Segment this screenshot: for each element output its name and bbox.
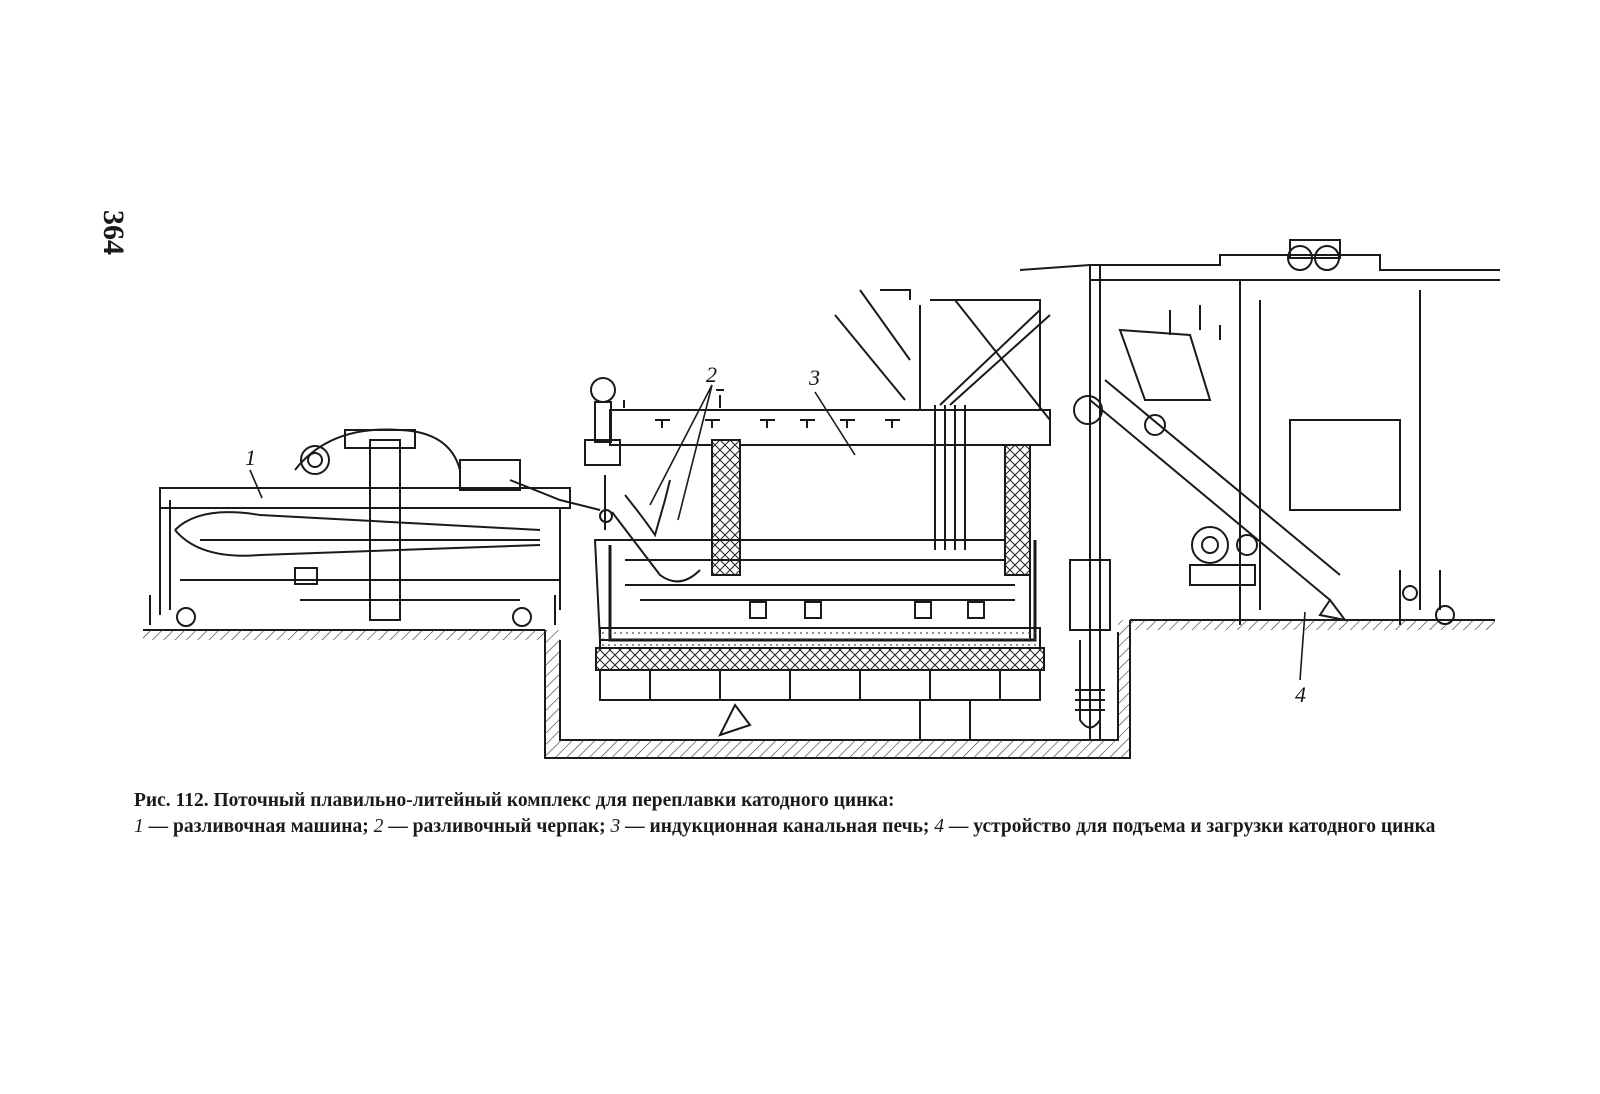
caption-items: 1 — разливочная машина; 2 — разливочный …: [134, 814, 1469, 840]
caption-item-2-text: — разливочный черпак;: [388, 816, 606, 837]
ground-hatch-left: [143, 630, 545, 640]
caption-item-3-num: 3: [610, 816, 621, 837]
caption-item-1-num: 1: [134, 816, 144, 837]
callout-label-3: 3: [808, 365, 820, 390]
figure-caption: Рис. 112. Поточный плавильно-литейный ко…: [134, 788, 1469, 840]
ground-hatch-right: [1130, 620, 1495, 630]
callout-label-4: 4: [1295, 682, 1306, 707]
ladle: [584, 377, 701, 583]
caption-title: Рис. 112. Поточный плавильно-литейный ко…: [134, 790, 895, 811]
callout-label-1: 1: [245, 445, 256, 470]
caption-item-3-text: — индукционная канальная печь;: [625, 816, 930, 837]
loading-device: [1019, 239, 1500, 740]
caption-item-4-num: 4: [934, 816, 945, 837]
induction-furnace: [593, 289, 1051, 740]
callout-label-2: 2: [706, 362, 717, 387]
casting-machine: [149, 428, 601, 627]
caption-item-1-text: — разливочная машина;: [148, 816, 369, 837]
caption-item-2-num: 2: [373, 816, 384, 837]
caption-item-4-text: — устройство для подъема и загрузки като…: [948, 816, 1436, 837]
